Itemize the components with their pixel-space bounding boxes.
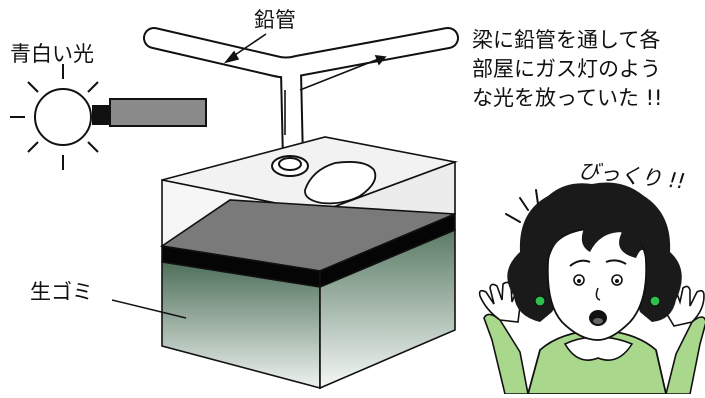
pipe-fitting [271, 155, 309, 177]
garbage-label: 生ゴミ [30, 280, 93, 304]
surprise-lines [505, 189, 539, 223]
explanation-note: 梁に鉛管を通して各 部屋にガス灯のよう な光を放っていた !! [472, 26, 662, 113]
garbage-container [159, 136, 458, 390]
note-line: 部屋にガス灯のよう [472, 57, 661, 81]
flow-arrow-icon [284, 55, 387, 135]
light-label: 青白い光 [10, 42, 94, 66]
surprised-woman [478, 182, 705, 395]
lid-hatch [304, 161, 377, 205]
gas-hose [92, 98, 207, 127]
note-line: な光を放っていた !! [472, 86, 663, 110]
light-source-icon [10, 64, 99, 170]
garbage-pointer-line [111, 299, 187, 319]
pipe-label: 鉛管 [254, 8, 296, 32]
pipe-pointer-arrow [223, 33, 267, 64]
note-line: 梁に鉛管を通して各 [472, 28, 661, 52]
